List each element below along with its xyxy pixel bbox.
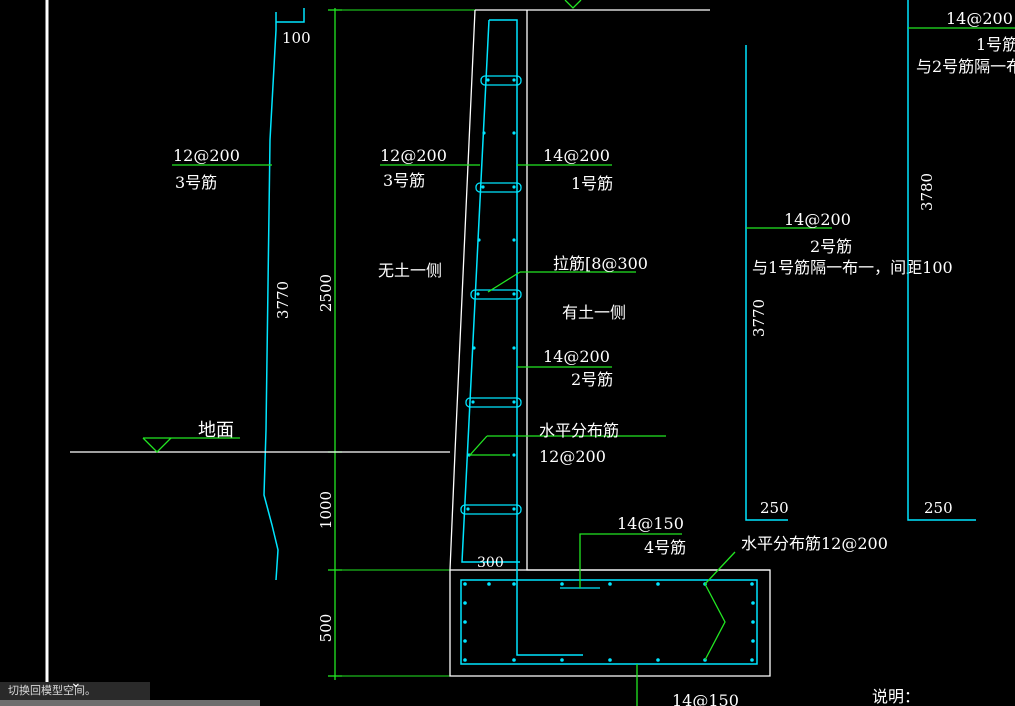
rebar4-name: 4号筋 (644, 538, 686, 557)
vertical-dimension-chain[interactable]: 2500 1000 500 (317, 8, 475, 680)
wall-link-1 (480, 75, 522, 86)
ground-symbol-triangle (142, 437, 172, 453)
ground-line-group[interactable]: 地面 (70, 420, 450, 453)
rebar4-spec: 14@150 (617, 514, 684, 533)
wall-rebar-front (489, 19, 583, 656)
wall-base-300: 300 (477, 555, 504, 571)
rebar2-spec: 14@200 (784, 210, 851, 229)
wall-link-4 (465, 397, 522, 408)
wall-rebar1-spec: 14@200 (543, 146, 610, 165)
leader-tie-bar-d (487, 271, 521, 293)
wall-rebar2-spec: 14@200 (543, 347, 610, 366)
notes-title: 说明： (872, 687, 920, 706)
dim-500: 500 (317, 614, 335, 643)
wall-link-5 (460, 504, 522, 515)
rebar1-length-dim: 3780 (918, 173, 936, 211)
wall-rebar3-name: 3号筋 (383, 171, 425, 190)
leader-rebar4 (579, 533, 682, 588)
tie-bar-label: 拉筋[8@300 (553, 254, 648, 273)
rebar1-spec: 14@200 (946, 9, 1013, 28)
soil-side-label: 有土一侧 (562, 303, 626, 322)
command-line-input[interactable] (0, 700, 260, 706)
rebar1-detail[interactable]: 14@200 1号筋 与2号筋隔一布一 3780 250 (907, 0, 1015, 521)
wall-rebar-back (461, 19, 520, 563)
command-status-message: 切换回模型空间。 (0, 682, 150, 700)
wall-link-3 (470, 289, 522, 300)
rebar3-detail[interactable]: 12@200 3号筋 100 3770 (172, 8, 311, 581)
rebar1-name: 1号筋 (976, 35, 1015, 54)
rebar3-bar-shape (263, 8, 305, 581)
base-horiz-label: 水平分布筋12@200 (741, 534, 888, 553)
rebar2-length-dim: 3770 (750, 299, 768, 337)
retaining-wall-section[interactable]: 12@200 3号筋 14@200 1号筋 无土一侧 拉筋[8@300 有土一侧… (378, 0, 888, 706)
no-soil-side-label: 无土一侧 (378, 261, 442, 280)
rebar2-detail[interactable]: 14@200 2号筋 与1号筋隔一布一，间距100 3770 250 (745, 45, 953, 521)
top-cap-mark (564, 0, 582, 9)
rebar2-name: 2号筋 (810, 237, 852, 256)
dim-2500: 2500 (317, 274, 335, 312)
rebar1-bar-shape (907, 0, 976, 521)
rebar3-name: 3号筋 (175, 173, 217, 192)
horiz-dist-spec: 12@200 (539, 447, 606, 466)
rebar2-bar-shape (745, 45, 788, 521)
rebar3-spec: 12@200 (173, 146, 240, 165)
wall-rebar3-spec: 12@200 (380, 146, 447, 165)
crosshair-cursor-icon: ⌄ (70, 675, 82, 691)
wall-distribution-dots (466, 78, 516, 511)
rebar1-foot-dim: 250 (924, 499, 953, 517)
rebar3-length-dim: 3770 (274, 281, 292, 319)
leader-horiz-dist-d (468, 435, 510, 456)
wall-link-2 (475, 182, 522, 193)
wall-rebar2-name: 2号筋 (571, 370, 613, 389)
leader-base-horiz (704, 551, 736, 661)
rebar2-foot-dim: 250 (760, 499, 789, 517)
base-distribution-dots (463, 582, 755, 662)
ground-label: 地面 (198, 420, 234, 441)
dim-1000: 1000 (317, 491, 335, 529)
wall-concrete-outline (449, 9, 771, 677)
wall-rebar1-name: 1号筋 (571, 174, 613, 193)
base-rebar-cage (460, 579, 758, 665)
rebar1-note: 与2号筋隔一布一 (916, 57, 1015, 76)
bottom-spec-label: 14@150 (672, 691, 739, 706)
rebar2-note: 与1号筋隔一布一，间距100 (752, 258, 953, 277)
horiz-dist-name: 水平分布筋 (539, 421, 619, 440)
rebar3-top-dim: 100 (282, 29, 311, 47)
